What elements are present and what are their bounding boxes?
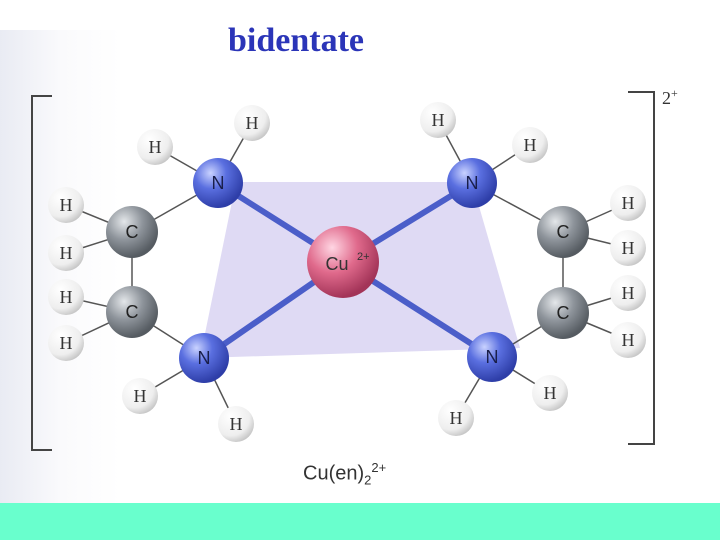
- hydrogen-label: H: [622, 330, 635, 350]
- hydrogen-atom: H: [438, 400, 474, 436]
- bottom-bar: [0, 503, 720, 540]
- hydrogen-atom: H: [420, 102, 456, 138]
- nitrogen-atom: N: [179, 333, 229, 383]
- nitrogen-atom: N: [447, 158, 497, 208]
- hydrogen-label: H: [149, 137, 162, 157]
- hydrogen-label: H: [230, 414, 243, 434]
- hydrogen-label: H: [432, 110, 445, 130]
- formula-superscript: 2+: [371, 460, 387, 475]
- formula-subscript: 2: [364, 472, 372, 488]
- carbon-atom: C: [537, 287, 589, 339]
- left-bracket: [31, 95, 52, 451]
- hydrogen-atom: H: [610, 275, 646, 311]
- complex-charge: 2+: [662, 86, 678, 109]
- hydrogen-atom: H: [610, 322, 646, 358]
- hydrogen-label: H: [544, 383, 557, 403]
- hydrogen-label: H: [60, 195, 73, 215]
- slide-title: bidentate: [228, 22, 364, 59]
- charge-value: 2: [662, 88, 671, 108]
- nitrogen-label: N: [486, 347, 499, 367]
- charge-sign: +: [671, 86, 678, 100]
- hydrogen-atom: H: [218, 406, 254, 442]
- nitrogen-label: N: [212, 173, 225, 193]
- copper-symbol: Cu: [325, 254, 348, 274]
- hydrogen-label: H: [134, 386, 147, 406]
- hydrogen-atom: H: [122, 378, 158, 414]
- formula-base: Cu(en): [303, 462, 365, 485]
- hydrogen-label: H: [622, 283, 635, 303]
- hydrogen-atom: H: [610, 185, 646, 221]
- hydrogen-label: H: [60, 287, 73, 307]
- nitrogen-atom: N: [193, 158, 243, 208]
- hydrogen-atom: H: [610, 230, 646, 266]
- complex-formula: Cu(en)22+: [303, 460, 386, 488]
- hydrogen-label: H: [622, 238, 635, 258]
- hydrogen-atom: H: [48, 187, 84, 223]
- hydrogen-atom: H: [48, 235, 84, 271]
- carbon-atom: C: [106, 206, 158, 258]
- carbon-label: C: [557, 303, 570, 323]
- right-bracket: [628, 91, 655, 445]
- hydrogen-atom: H: [532, 375, 568, 411]
- hydrogen-atom: H: [512, 127, 548, 163]
- carbon-label: C: [126, 222, 139, 242]
- hydrogen-atom: H: [48, 325, 84, 361]
- nitrogen-label: N: [198, 348, 211, 368]
- carbon-atom: C: [106, 286, 158, 338]
- nitrogen-atom: N: [467, 332, 517, 382]
- hydrogen-label: H: [450, 408, 463, 428]
- hydrogen-atom: H: [48, 279, 84, 315]
- carbon-atom: C: [537, 206, 589, 258]
- hydrogen-atom: H: [137, 129, 173, 165]
- hydrogen-label: H: [60, 333, 73, 353]
- carbon-label: C: [557, 222, 570, 242]
- hydrogen-label: H: [246, 113, 259, 133]
- nitrogen-label: N: [466, 173, 479, 193]
- copper-ion: Cu 2+: [307, 226, 379, 298]
- carbon-label: C: [126, 302, 139, 322]
- hydrogen-label: H: [60, 243, 73, 263]
- copper-charge: 2+: [357, 251, 370, 263]
- hydrogen-label: H: [622, 193, 635, 213]
- hydrogen-label: H: [524, 135, 537, 155]
- hydrogen-atom: H: [234, 105, 270, 141]
